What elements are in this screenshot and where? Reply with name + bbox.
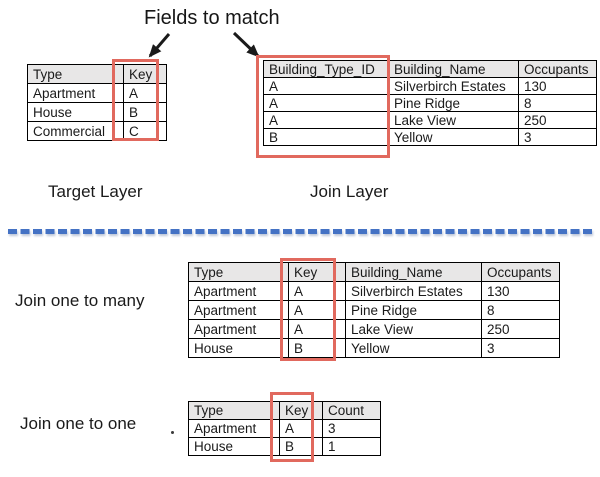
table-cell: House	[188, 338, 289, 358]
join-layer-caption: Join Layer	[310, 182, 389, 201]
column-header: Key	[288, 262, 346, 282]
column-header: Type	[27, 64, 124, 84]
table-cell: A	[123, 83, 167, 103]
table-cell: B	[288, 338, 346, 358]
table-cell: Lake View	[345, 319, 482, 339]
annotation-arrows	[148, 31, 260, 58]
column-header: Count	[322, 401, 381, 420]
column-header: Type	[188, 401, 280, 420]
table-cell: 250	[518, 111, 597, 129]
table-cell: 3	[518, 128, 597, 146]
table-cell: Pine Ridge	[388, 94, 519, 112]
table-cell: B	[263, 128, 389, 146]
table-cell: A	[288, 281, 346, 301]
table-cell: Apartment	[27, 83, 124, 103]
dashed-divider	[8, 229, 593, 234]
table-cell: B	[279, 437, 323, 456]
column-header: Key	[123, 64, 167, 84]
column-header: Building_Type_ID	[263, 60, 389, 78]
table-cell: 8	[481, 300, 560, 320]
table-cell: Pine Ridge	[345, 300, 482, 320]
table-cell: Apartment	[188, 300, 289, 320]
table-cell: 3	[481, 338, 560, 358]
column-header: Building_Name	[388, 60, 519, 78]
table-cell: House	[27, 102, 124, 122]
one-to-many-label: Join one to many	[15, 291, 145, 310]
one-to-one-label: Join one to one	[20, 414, 137, 433]
column-header: Type	[188, 262, 289, 282]
table-cell: 1	[322, 437, 381, 456]
table-cell: Commercial	[27, 121, 124, 141]
table-cell: 3	[322, 419, 381, 438]
table-cell: Lake View	[388, 111, 519, 129]
table-cell: House	[188, 437, 280, 456]
table-cell: Apartment	[188, 319, 289, 339]
column-header: Occupants	[481, 262, 560, 282]
table-cell: A	[263, 94, 389, 112]
table-cell: Apartment	[188, 281, 289, 301]
table-cell: 130	[481, 281, 560, 301]
stray-period-dot	[171, 431, 174, 434]
column-header: Occupants	[518, 60, 597, 78]
fields-to-match-label: Fields to match	[144, 7, 280, 29]
arrow-to-target-key	[148, 33, 171, 58]
table-cell: Yellow	[388, 128, 519, 146]
arrow-to-join-key	[232, 31, 260, 58]
table-cell: Yellow	[345, 338, 482, 358]
table-cell: A	[263, 77, 389, 95]
column-header: Key	[279, 401, 323, 420]
table-cell: Apartment	[188, 419, 280, 438]
table-cell: Silverbirch Estates	[345, 281, 482, 301]
table-cell: A	[288, 319, 346, 339]
table-cell: C	[123, 121, 167, 141]
target-layer-caption: Target Layer	[48, 182, 143, 201]
table-cell: 250	[481, 319, 560, 339]
column-header: Building_Name	[345, 262, 482, 282]
table-cell: A	[279, 419, 323, 438]
table-cell: B	[123, 102, 167, 122]
table-cell: 130	[518, 77, 597, 95]
table-cell: A	[288, 300, 346, 320]
table-cell: A	[263, 111, 389, 129]
table-cell: 8	[518, 94, 597, 112]
table-cell: Silverbirch Estates	[388, 77, 519, 95]
